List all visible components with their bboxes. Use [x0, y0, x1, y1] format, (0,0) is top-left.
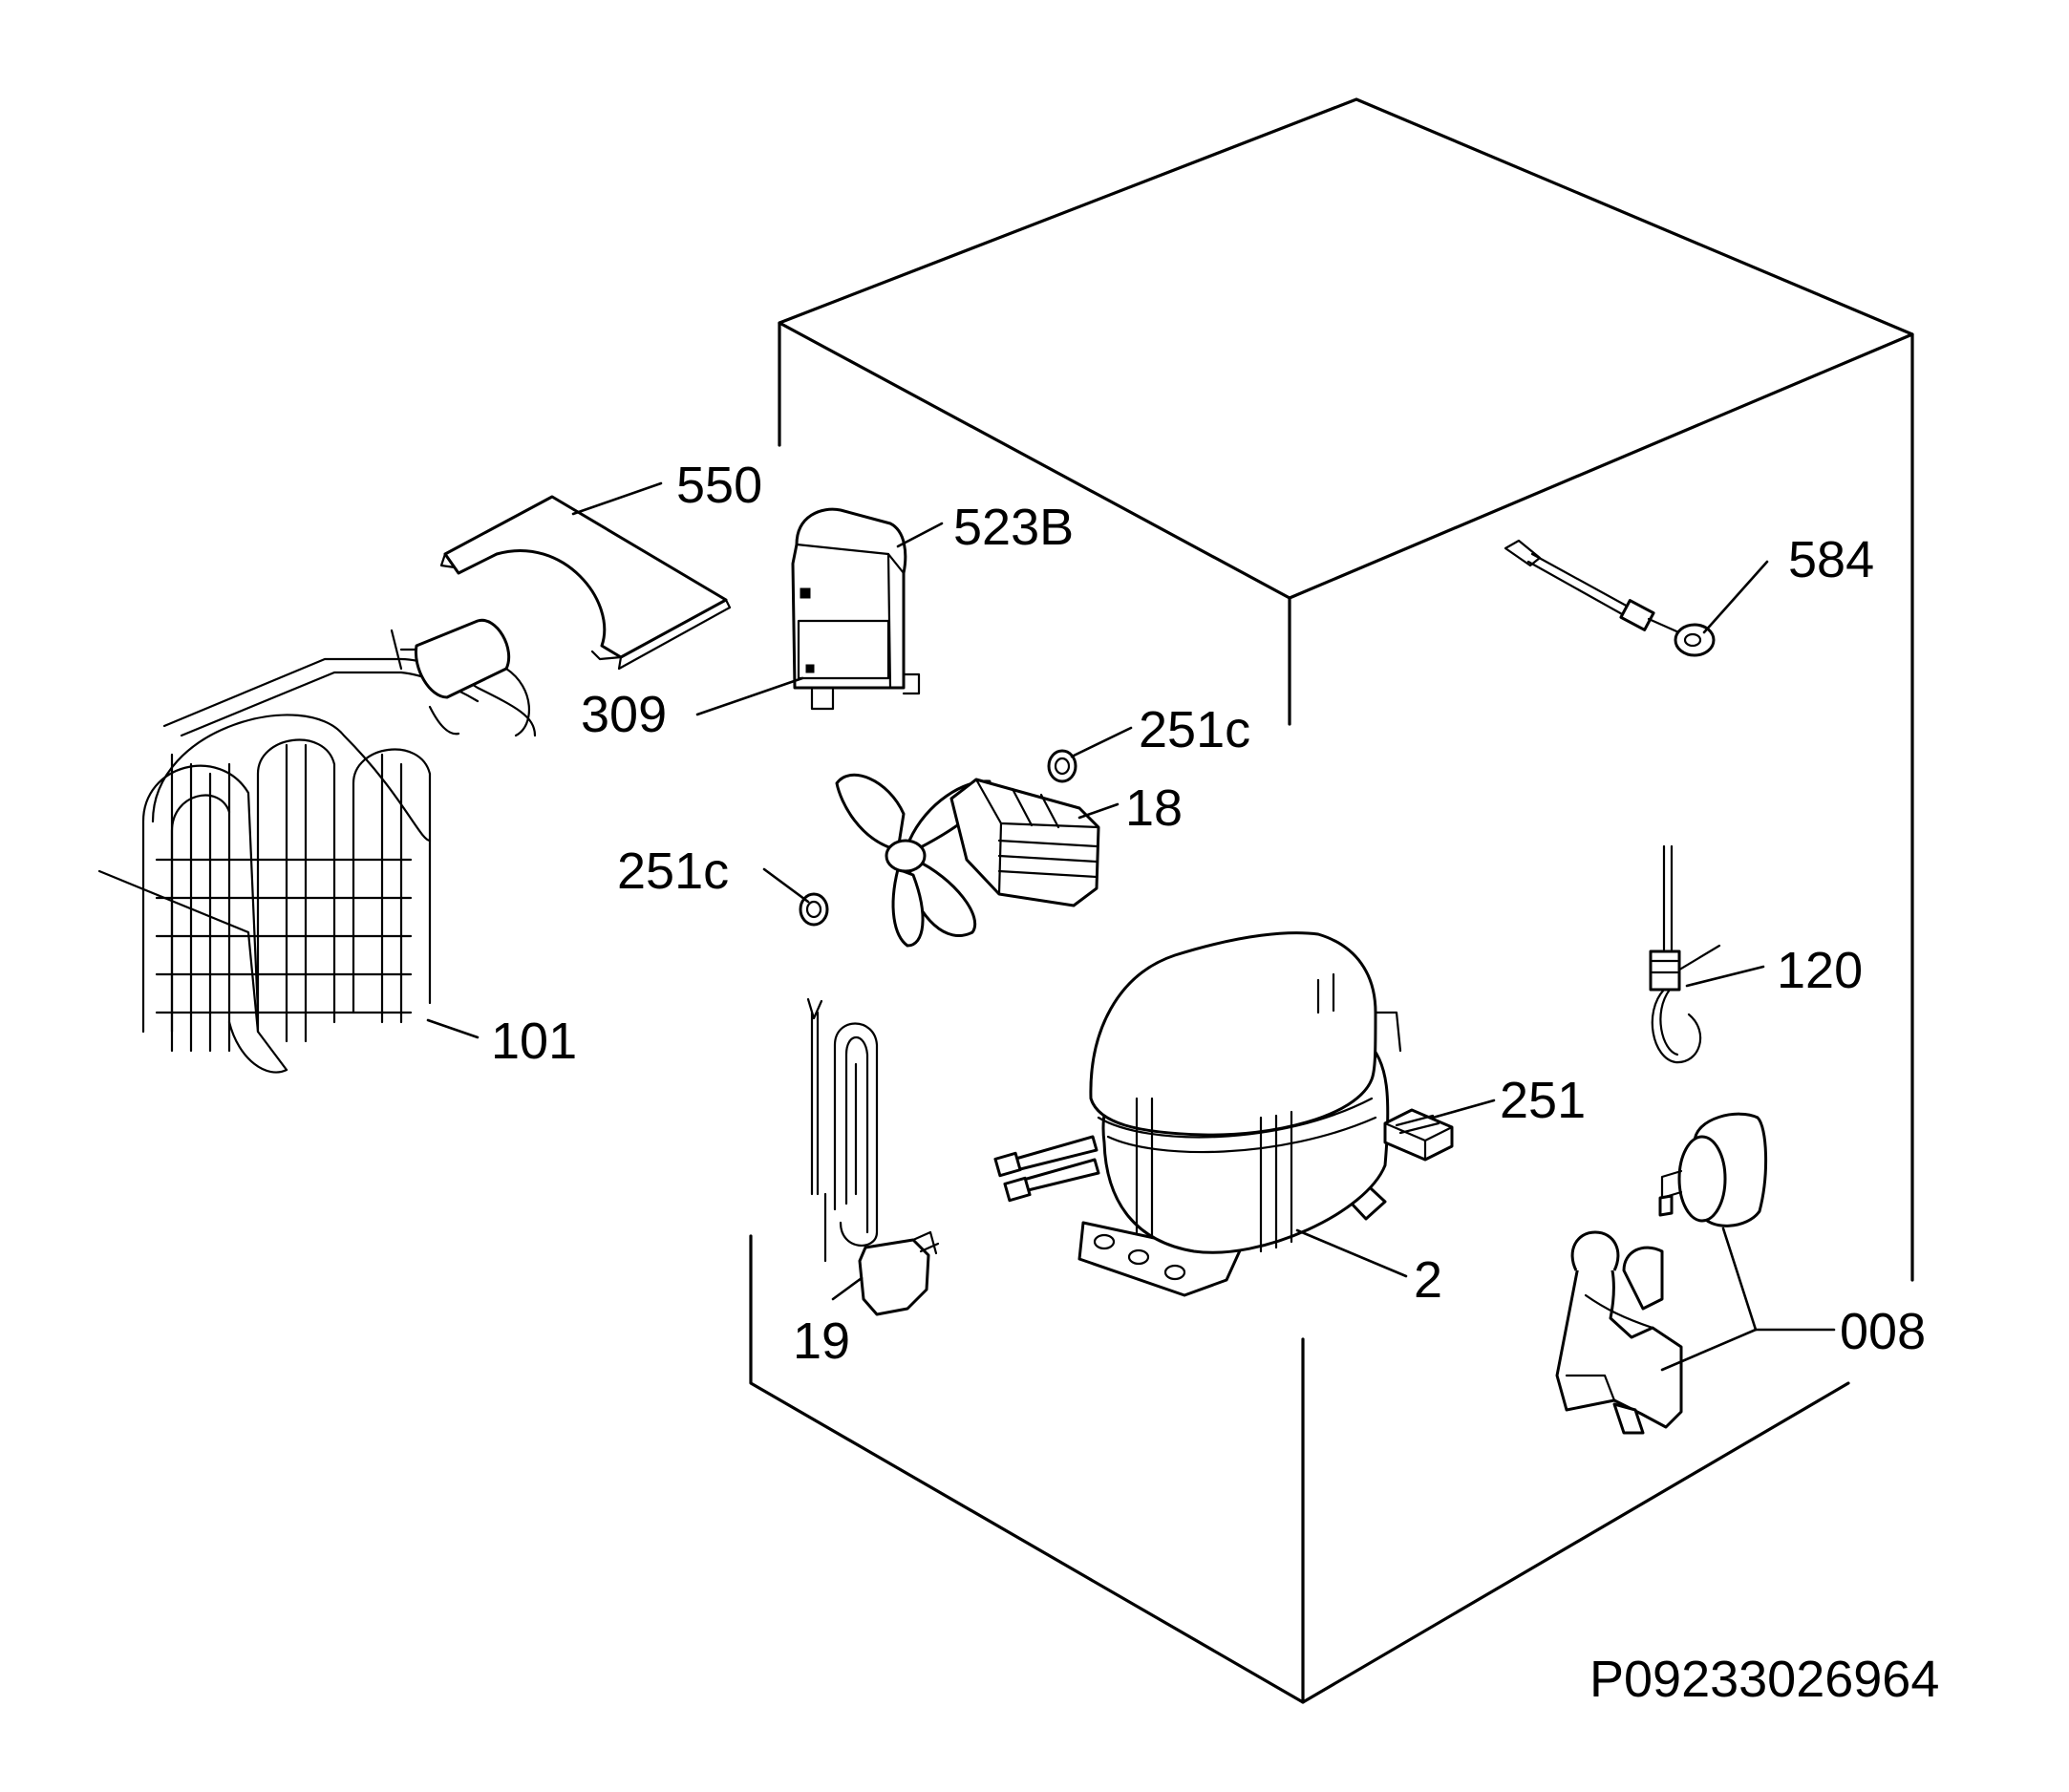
callout-2: 2 — [1414, 1251, 1442, 1309]
callout-labels: 550 523B 309 584 251c 18 251c 101 120 25… — [491, 457, 1926, 1370]
fan-motor-icon — [835, 773, 1100, 948]
sensor-probe-icon — [1504, 539, 1716, 657]
callout-251: 251 — [1500, 1072, 1586, 1129]
connector-icon — [1383, 1108, 1454, 1162]
callout-550: 550 — [676, 457, 762, 514]
grommet-icon — [1047, 749, 1077, 783]
callout-251c-left: 251c — [617, 843, 729, 900]
condenser-coil-icon — [97, 618, 537, 1074]
cover-shield-icon — [439, 495, 732, 671]
power-cord-icon — [806, 997, 940, 1316]
callout-523B: 523B — [953, 499, 1074, 556]
drawing-code: P09233026964 — [1589, 1651, 1939, 1708]
thermostat-sensor-icon — [1649, 844, 1721, 1064]
callout-251c-right: 251c — [1139, 701, 1250, 758]
callout-584: 584 — [1788, 531, 1874, 588]
cabinet-outline — [749, 97, 1914, 1704]
callout-19: 19 — [793, 1312, 850, 1370]
callout-101: 101 — [491, 1013, 577, 1070]
compressor-icon — [993, 931, 1402, 1297]
callout-309: 309 — [581, 686, 667, 743]
callout-008: 008 — [1840, 1303, 1926, 1360]
callout-120: 120 — [1777, 942, 1863, 999]
callout-18: 18 — [1125, 779, 1183, 837]
relay-cover-icon — [791, 507, 921, 711]
relay-overload-icon — [1555, 1112, 1768, 1435]
leader-lines — [426, 481, 1836, 1372]
